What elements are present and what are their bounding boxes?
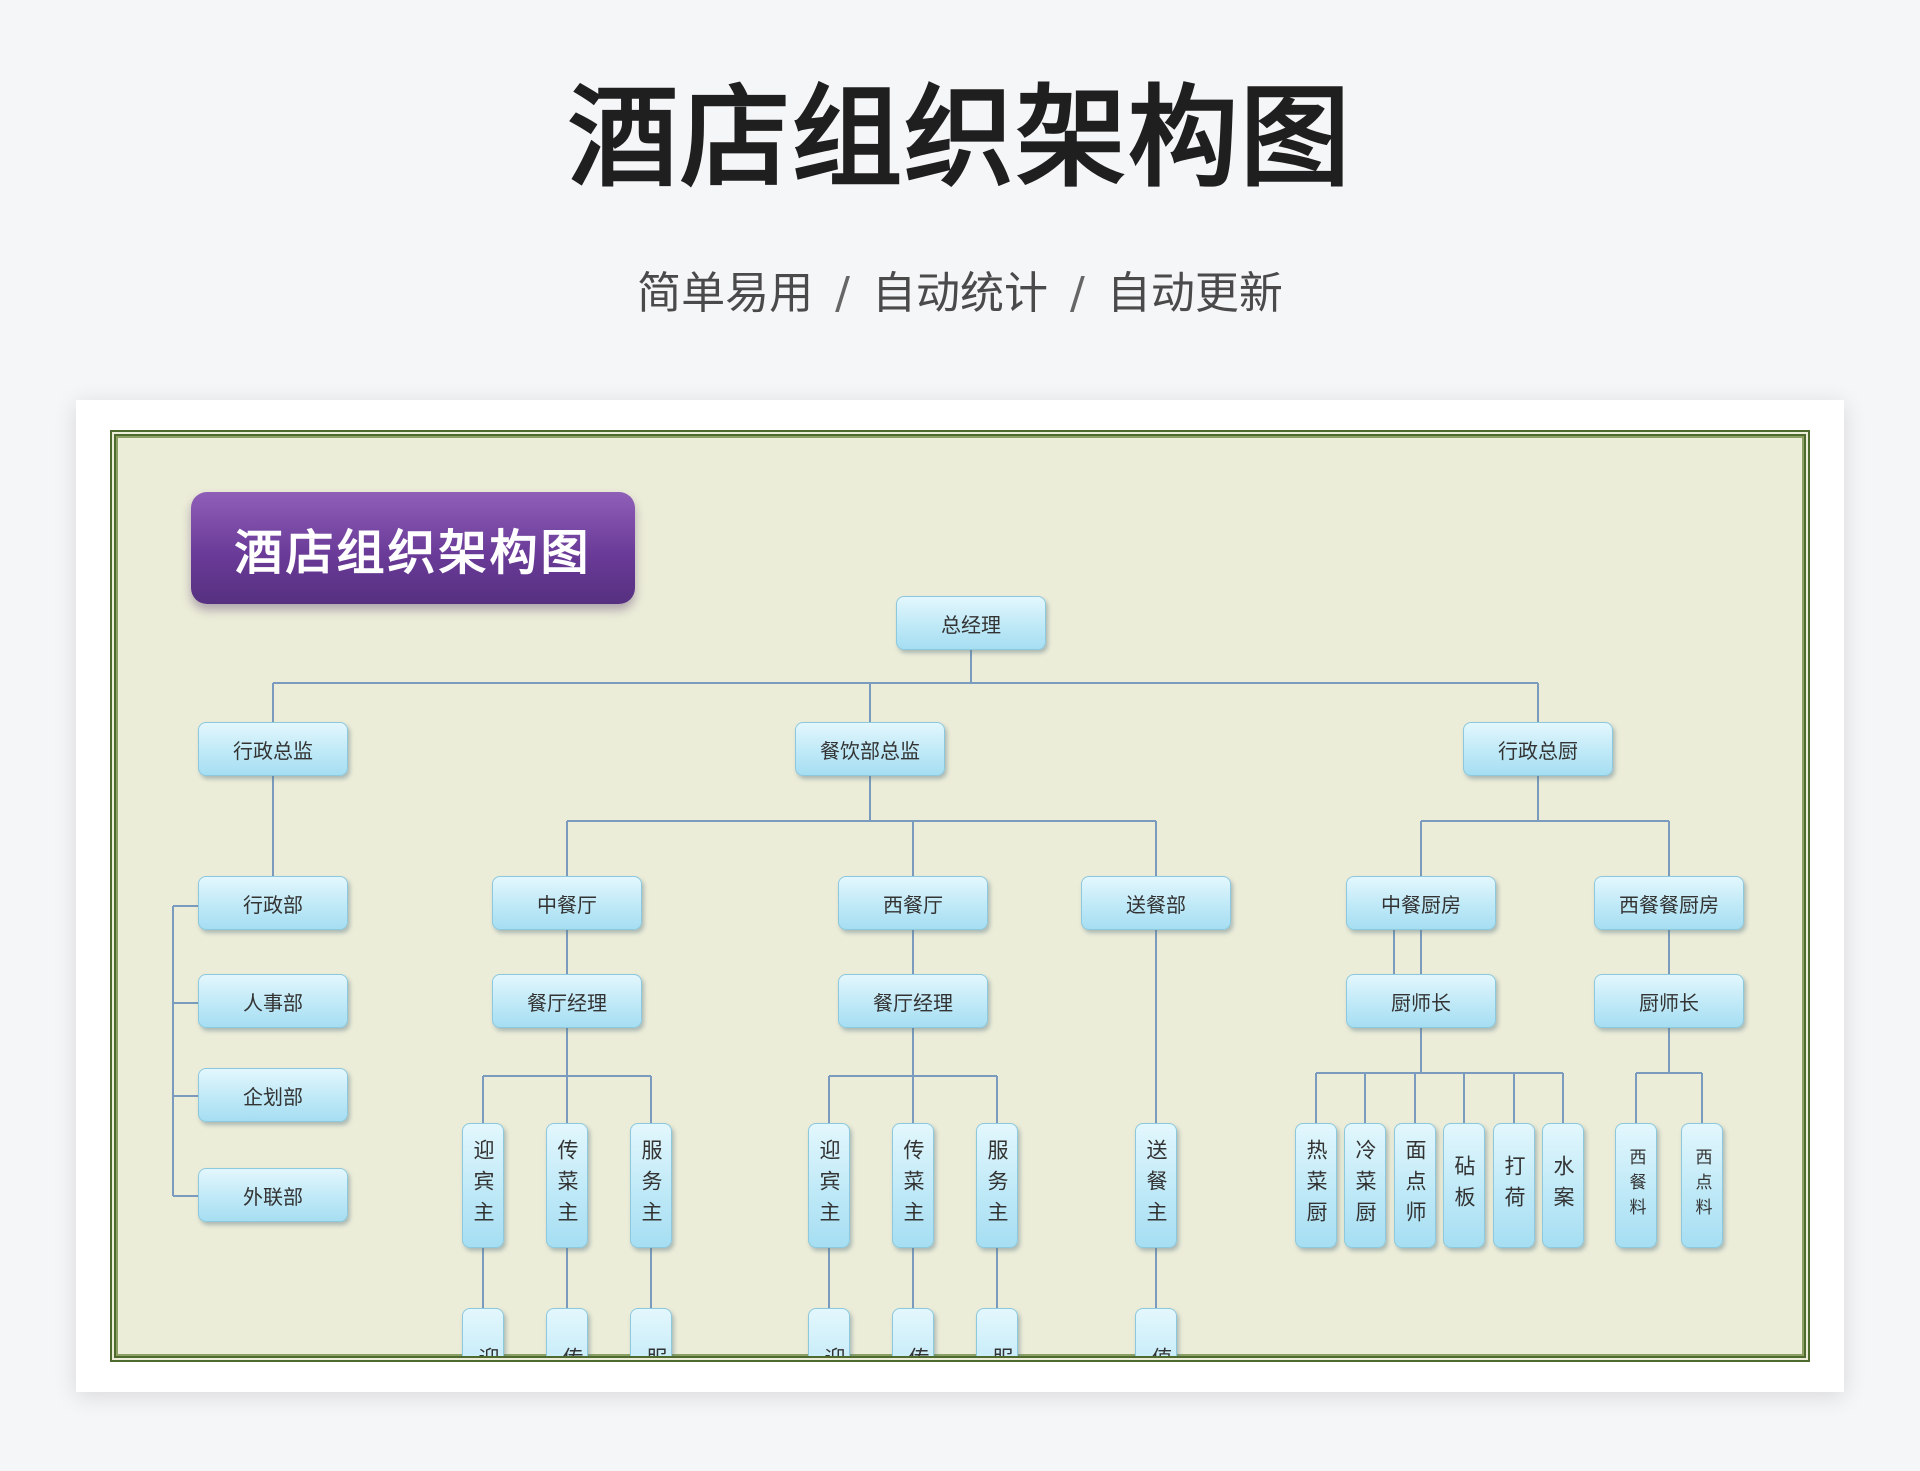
node-delivery-head: 送餐主 xyxy=(1135,1123,1177,1248)
node-greeter-head: 迎宾主 xyxy=(808,1123,850,1248)
node-service-head: 服务主 xyxy=(976,1123,1018,1248)
page-title: 酒店组织架构图 xyxy=(568,74,1352,202)
node-external-dept: 外联部 xyxy=(198,1168,348,1222)
node-pastry-chef: 面点师 xyxy=(1394,1123,1436,1248)
node-general-manager: 总经理 xyxy=(896,596,1046,650)
node-admin-dept: 行政部 xyxy=(198,876,348,930)
node-greeter: 迎宾 xyxy=(808,1308,850,1356)
node-planning-dept: 企划部 xyxy=(198,1068,348,1122)
chart-banner-title: 酒店组织架构图 xyxy=(191,492,635,604)
node-head-chef: 厨师长 xyxy=(1594,974,1744,1028)
node-western-kitchen: 西餐餐厨房 xyxy=(1594,876,1744,930)
org-chart-frame: 酒店组织架构图 总经理 行政总监 餐饮部总监 行政总厨 行政部 人事部 企划部 … xyxy=(110,430,1810,1362)
node-restaurant-manager: 餐厅经理 xyxy=(492,974,642,1028)
node-western-restaurant: 西餐厅 xyxy=(838,876,988,930)
subtitle-part-3: 自动更新 xyxy=(1106,268,1283,319)
node-cold-dish-cook: 冷菜厨 xyxy=(1344,1123,1386,1248)
node-hot-dish-cook: 热菜厨 xyxy=(1295,1123,1337,1248)
node-greeter-head: 迎宾主 xyxy=(462,1123,504,1248)
node-western-pastry: 西点料 xyxy=(1681,1123,1723,1248)
node-restaurant-manager: 餐厅经理 xyxy=(838,974,988,1028)
subtitle-separator: / xyxy=(835,268,850,319)
node-water-station: 水案 xyxy=(1542,1123,1584,1248)
node-service-head: 服务主 xyxy=(630,1123,672,1248)
subtitle-part-1: 简单易用 xyxy=(637,268,814,319)
connector-lines xyxy=(172,650,1703,1308)
node-server: 服务 xyxy=(630,1308,672,1356)
node-western-cook: 西餐料 xyxy=(1615,1123,1657,1248)
node-server: 服务 xyxy=(976,1308,1018,1356)
node-executive-chef: 行政总厨 xyxy=(1463,722,1613,776)
node-hr-dept: 人事部 xyxy=(198,974,348,1028)
node-runner: 传菜 xyxy=(892,1308,934,1356)
subtitle-separator: / xyxy=(1070,268,1085,319)
node-delivery-dept: 送餐部 xyxy=(1081,876,1231,930)
node-greeter: 迎宾 xyxy=(462,1308,504,1356)
node-fb-director: 餐饮部总监 xyxy=(795,722,945,776)
node-chinese-restaurant: 中餐厅 xyxy=(492,876,642,930)
node-chinese-kitchen: 中餐厨房 xyxy=(1346,876,1496,930)
node-admin-director: 行政总监 xyxy=(198,722,348,776)
node-cutting-board: 砧板 xyxy=(1443,1123,1485,1248)
node-runner-head: 传菜主 xyxy=(546,1123,588,1248)
node-plating: 打荷 xyxy=(1493,1123,1535,1248)
node-on-duty: 值班 xyxy=(1135,1308,1177,1356)
node-runner: 传菜 xyxy=(546,1308,588,1356)
node-runner-head: 传菜主 xyxy=(892,1123,934,1248)
page-subtitle: 简单易用 / 自动统计 / 自动更新 xyxy=(0,268,1920,319)
subtitle-part-2: 自动统计 xyxy=(872,268,1048,319)
node-head-chef: 厨师长 xyxy=(1346,974,1496,1028)
